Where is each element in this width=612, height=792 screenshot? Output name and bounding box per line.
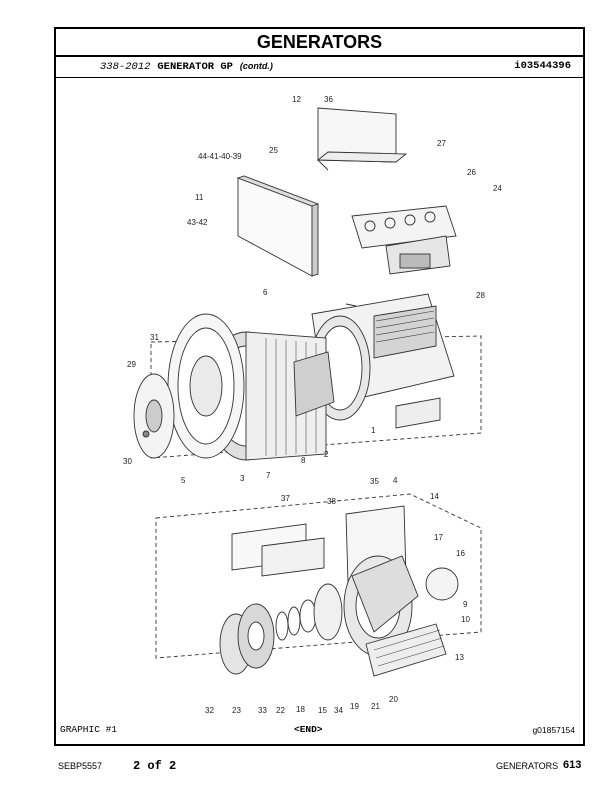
page-of-indicator: 2 of 2 xyxy=(133,759,177,773)
inspection-cover-drawing xyxy=(425,567,459,601)
callout-label: 17 xyxy=(434,533,443,542)
callout-label: 30 xyxy=(123,457,132,466)
callout-label: 44-41-40-39 xyxy=(198,152,242,161)
callout-labels: 12 36 27 25 44-41-40-39 26 24 11 43-42 2… xyxy=(123,95,502,715)
callout-label: 5 xyxy=(181,476,186,485)
cover-plate-drawing xyxy=(316,107,408,171)
callout-label: 9 xyxy=(463,600,468,609)
callout-label: 32 xyxy=(205,706,214,715)
graphic-id: g01857154 xyxy=(532,725,575,735)
callout-label: 36 xyxy=(324,95,333,104)
callout-label: 10 xyxy=(461,615,470,624)
callout-label: 19 xyxy=(350,702,359,711)
exploded-parts-diagram: 12 36 27 25 44-41-40-39 26 24 11 43-42 2… xyxy=(123,95,502,715)
callout-label: 27 xyxy=(437,139,446,148)
document-code: SEBP5557 xyxy=(58,761,103,771)
end-marker: <END> xyxy=(294,724,323,735)
document-id: i03544396 xyxy=(514,60,571,72)
callout-label: 20 xyxy=(389,695,398,704)
part-name: GENERATOR GP xyxy=(157,61,233,73)
callout-label: 21 xyxy=(371,702,380,711)
callout-label: 4 xyxy=(393,476,398,485)
callout-label: 38 xyxy=(327,497,336,506)
adapter-housing-drawing xyxy=(167,313,245,459)
callout-label: 35 xyxy=(370,477,379,486)
callout-label: 3 xyxy=(240,474,245,483)
flex-plate-drawing xyxy=(133,373,175,459)
callout-label: 29 xyxy=(127,360,136,369)
generator-frame-drawing xyxy=(150,293,482,459)
page-frame: GENERATORS 338-2012 GENERATOR GP (contd.… xyxy=(54,27,585,746)
callout-label: 28 xyxy=(476,291,485,300)
callout-label: 13 xyxy=(455,653,464,662)
callout-label: 6 xyxy=(263,288,268,297)
callout-label: 22 xyxy=(276,706,285,715)
part-number: 338-2012 xyxy=(100,61,151,73)
callout-label: 2 xyxy=(324,450,329,459)
callout-label: 24 xyxy=(493,184,502,193)
callout-label: 43-42 xyxy=(187,218,208,227)
end-bracket-drawing xyxy=(236,175,320,277)
page-number: 613 xyxy=(563,759,582,771)
terminal-strip-drawing xyxy=(351,205,457,275)
graphic-caption: GRAPHIC #1 <END> g01857154 xyxy=(56,720,583,744)
callout-label: 37 xyxy=(281,494,290,503)
continued-label: (contd.) xyxy=(239,61,273,71)
part-header: 338-2012 GENERATOR GP (contd.) i03544396 xyxy=(56,55,583,78)
graphic-label: GRAPHIC #1 xyxy=(60,724,118,735)
callout-label: 33 xyxy=(258,706,267,715)
callout-label: 12 xyxy=(292,95,301,104)
callout-label: 16 xyxy=(456,549,465,558)
callout-label: 8 xyxy=(301,456,306,465)
callout-label: 11 xyxy=(195,193,204,202)
callout-label: 15 xyxy=(318,706,327,715)
callout-label: 31 xyxy=(150,333,159,342)
part-heading: 338-2012 GENERATOR GP (contd.) xyxy=(100,55,273,78)
callout-label: 25 xyxy=(269,146,278,155)
callout-label: 7 xyxy=(266,471,271,480)
access-cover-drawing xyxy=(231,523,325,577)
callout-label: 14 xyxy=(430,492,439,501)
page-title: GENERATORS xyxy=(56,29,583,57)
exciter-housing-drawing xyxy=(343,555,419,657)
callout-label: 23 xyxy=(232,706,241,715)
lower-group-frame xyxy=(155,493,482,659)
section-name: GENERATORS xyxy=(496,761,559,771)
screw-drawing xyxy=(345,303,357,307)
callout-label: 26 xyxy=(467,168,476,177)
screen-drawing xyxy=(365,623,447,677)
callout-label: 34 xyxy=(334,706,343,715)
callout-label: 18 xyxy=(296,705,305,714)
rectifier-assembly-drawing xyxy=(219,583,343,675)
callout-label: 1 xyxy=(371,426,376,435)
page-footer: SEBP5557 2 of 2 GENERATORS 613 xyxy=(0,759,612,775)
